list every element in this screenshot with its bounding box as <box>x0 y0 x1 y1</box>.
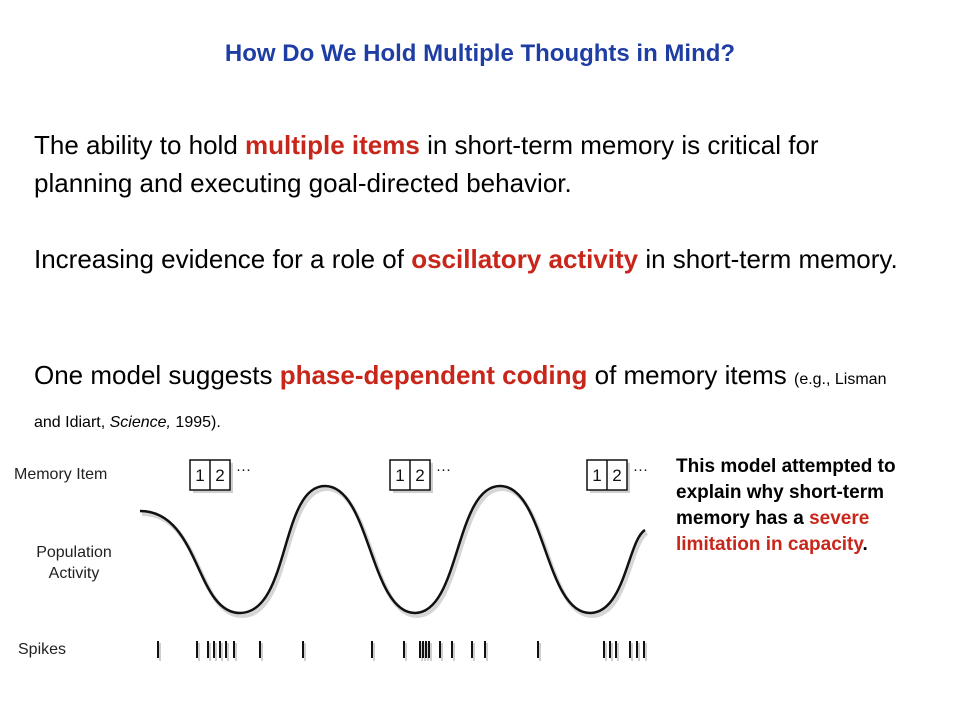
population-activity-wave <box>141 486 649 619</box>
item-ellipsis: ··· <box>436 461 451 478</box>
p3-highlight: phase-dependent coding <box>279 360 588 390</box>
paragraph-oscillatory: Increasing evidence for a role of oscill… <box>34 240 914 278</box>
item-2-label: 2 <box>415 466 424 485</box>
p2-text-end: in short-term memory. <box>638 244 898 274</box>
p3-text: One model suggests <box>34 360 280 390</box>
paragraph-phase-coding: One model suggests phase-dependent codin… <box>34 356 914 442</box>
population-activity-curve <box>139 484 646 615</box>
p2-text: Increasing evidence for a role of <box>34 244 412 274</box>
citation-year: 1995). <box>170 414 221 431</box>
p2-highlight: oscillatory activity <box>411 244 639 274</box>
note-highlight: severe limitation in capacity <box>676 508 870 555</box>
model-note: This model attempted to explain why shor… <box>676 454 958 558</box>
citation-authors: (e.g., Lisman and Idiart, <box>34 371 887 431</box>
slide-title: How Do We Hold Multiple Thoughts in Mind… <box>224 40 736 67</box>
label-activity: Activity <box>49 565 100 582</box>
label-population: Population <box>36 544 112 561</box>
item-1-label: 1 <box>592 466 601 485</box>
item-1-label: 1 <box>195 466 204 485</box>
p1-highlight: multiple items <box>245 130 420 160</box>
spike-train <box>157 641 647 661</box>
label-memory-item: Memory Item <box>14 466 107 483</box>
item-ellipsis: ··· <box>633 461 648 478</box>
paragraph-multiple-items: The ability to hold multiple items in sh… <box>34 126 914 202</box>
item-2-label: 2 <box>612 466 621 485</box>
citation: (e.g., Lisman and Idiart, Science, 1995)… <box>34 371 886 431</box>
label-spikes: Spikes <box>18 641 66 658</box>
item-1-label: 1 <box>395 466 404 485</box>
note-text-end: . <box>862 534 868 555</box>
citation-journal: Science, <box>109 414 171 431</box>
item-ellipsis: ··· <box>236 461 251 478</box>
note-text: This model attempted to explain why shor… <box>676 456 896 529</box>
p1-text: The ability to hold <box>34 130 246 160</box>
p3-text-end: of memory items <box>587 360 794 390</box>
p1-text-end: in short-term memory is critical for pla… <box>34 130 819 198</box>
item-2-label: 2 <box>215 466 224 485</box>
